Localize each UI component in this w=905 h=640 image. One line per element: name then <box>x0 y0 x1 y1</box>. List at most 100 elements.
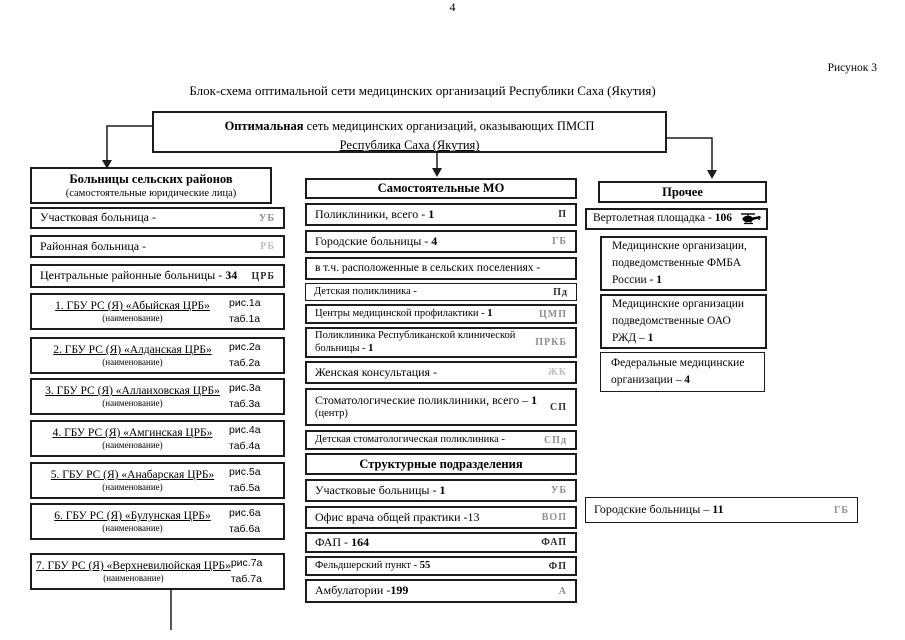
gb-icon: ГБ <box>552 236 567 247</box>
figure-title: Блок-схема оптимальной сети медицинских … <box>189 83 656 98</box>
box-federal-organizations: Федеральные медицинские организации – 4 <box>600 352 765 392</box>
figure-ref: рис.5а <box>229 466 261 479</box>
row-label: Детская стоматологическая поликлиника - <box>315 433 505 445</box>
fp-icon: ФП <box>548 560 567 572</box>
figure-ref: рис.3а <box>229 382 261 395</box>
row-label: Стоматологические поликлиники, всего – <box>315 393 532 408</box>
federal-line2-text: организации – <box>611 374 685 386</box>
figure-label: Рисунок 3 <box>827 62 877 74</box>
row-tsentry-med-profilaktiki: Центры медицинской профилактики - 1 ЦМП <box>305 304 577 324</box>
row-stomatologicheskie-polikliniki: Стоматологические поликлиники, всего – 1… <box>305 388 577 426</box>
fmba-value: 1 <box>656 274 662 287</box>
root-line1: Оптимальная сеть медицинских организаций… <box>154 117 665 136</box>
row-label: Поликлиника Республиканской клинической … <box>315 330 516 354</box>
p-icon: П <box>558 209 567 220</box>
rzd-line2: подведомственные ОАО <box>612 314 731 327</box>
table-ref: таб.6а <box>229 522 261 535</box>
hospital-subtitle: (наименование) <box>102 523 163 533</box>
table-ref: таб.7а <box>230 572 262 585</box>
table-ref: таб.3а <box>229 397 261 410</box>
figure-ref: рис.1а <box>229 297 261 310</box>
left-column-header: Больницы сельских районов (самостоятельн… <box>30 167 272 204</box>
root-line1-bold: Оптимальная <box>224 119 304 133</box>
row-label: Участковая больница - <box>40 210 156 225</box>
root-line2: Республика Саха (Якутия) <box>339 138 480 153</box>
row-value: 11 <box>712 502 724 517</box>
figure-ref: рис.7а <box>230 557 263 570</box>
gb-icon: ГБ <box>834 504 849 516</box>
hospital-name: 5. ГБУ РС (Я) «Анабарская ЦРБ» <box>50 469 215 481</box>
row-feldsherskiy-punkt: Фельдшерский пункт - 55 ФП <box>305 556 577 576</box>
row-label: Городские больницы - <box>315 233 432 248</box>
ub-icon: УБ <box>551 485 567 496</box>
row-label: Вертолетная площадка - <box>593 212 715 225</box>
row-value: 1 <box>439 482 446 497</box>
row-uchastkovye-bolnitsy: Участковые больницы - 1 УБ <box>305 479 577 502</box>
hospital-name: 3. ГБУ РС (Я) «Аллаиховская ЦРБ» <box>45 385 220 397</box>
row-fap: ФАП - 164 ФАП <box>305 532 577 553</box>
rzd-line3-text: РЖД – <box>612 332 648 345</box>
row-tsentralnye-rayonnye-bolnitsy: Центральные районные больницы - 34 ЦРБ <box>30 264 285 288</box>
zhk-icon: ЖК <box>547 367 567 378</box>
table-ref: таб.4а <box>229 439 261 452</box>
row-label: Амбулатории - <box>315 583 391 598</box>
row-value: 34 <box>225 268 238 283</box>
figure-ref: рис.2а <box>229 341 261 354</box>
row-detskaya-poliklinika: Детская поликлиника - Пд <box>305 283 577 301</box>
fap-icon: ФАП <box>541 537 567 548</box>
row-value: 1 <box>428 206 435 221</box>
right-header-other: Прочее <box>598 181 767 203</box>
row-label: Фельдшерский пункт - <box>315 559 420 571</box>
hospital-name: 2. ГБУ РС (Я) «Алданская ЦРБ» <box>53 344 212 356</box>
row-value: 164 <box>351 534 370 549</box>
middle-header-structural-units: Структурные подразделения <box>305 453 577 475</box>
hospital-name: 7. ГБУ РС (Я) «Верхневилюйская ЦРБ» <box>36 560 231 572</box>
row-zhenskaya-konsultatsiya: Женская консультация - ЖК <box>305 361 577 384</box>
hospital-subtitle: (наименование) <box>103 573 164 583</box>
row-label: Участковые больницы - <box>315 482 440 497</box>
hospital-card-6: 6. ГБУ РС (Я) «Булунская ЦРБ» (наименова… <box>30 503 285 540</box>
box-rzd-organizations: Медицинские организации подведомственные… <box>600 294 767 349</box>
row-label: Центры медицинской профилактики - <box>315 307 488 319</box>
row-label: Городские больницы – <box>594 502 713 517</box>
prkb-icon: ПРКБ <box>535 337 567 348</box>
hospital-name: 1. ГБУ РС (Я) «Абыйская ЦРБ» <box>55 300 210 312</box>
row-value: 106 <box>714 212 732 225</box>
sp-icon: СП <box>550 401 567 413</box>
row-poliklinika-rkb: Поликлиника Республиканской клинической … <box>305 327 577 358</box>
rb-icon: РБ <box>260 241 275 252</box>
row-uchastkovaya-bolnitsa: Участковая больница - УБ <box>30 207 285 229</box>
hospital-card-7: 7. ГБУ РС (Я) «Верхневилюйская ЦРБ» (наи… <box>30 553 285 590</box>
row-detskaya-stomat-poliklinika: Детская стоматологическая поликлиника - … <box>305 430 577 450</box>
middle-header-independent-mo: Самостоятельные МО <box>305 178 577 199</box>
box-fmba-organizations: Медицинские организации, подведомственны… <box>600 236 767 291</box>
hospital-card-2: 2. ГБУ РС (Я) «Алданская ЦРБ» (наименова… <box>30 337 285 374</box>
pd-icon: Пд <box>553 286 568 298</box>
row-sublabel: (центр) <box>315 407 348 419</box>
federal-line1: Федеральные медицинские <box>611 356 745 369</box>
page-number: 4 <box>449 0 456 14</box>
row-label: в т.ч. расположенные в сельских поселени… <box>315 261 541 274</box>
hospital-subtitle: (наименование) <box>102 440 163 450</box>
row-value: 199 <box>390 583 409 598</box>
row-vertolotnaya-ploshchadka: Вертолетная площадка - 106 <box>585 208 768 230</box>
row-label: Центральные районные больницы - <box>40 268 226 283</box>
rzd-value: 1 <box>647 332 654 345</box>
a-icon: А <box>558 585 567 597</box>
row-gorodskie-bolnitsy-11: Городские больницы – 11 ГБ <box>585 497 858 523</box>
figure-ref: рис.6а <box>229 507 261 520</box>
row-polikliniki-vsego: Поликлиники, всего - 1 П <box>305 203 577 226</box>
federal-line2: организации – 4 <box>611 372 756 389</box>
row-gorodskie-bolnitsy: Городские больницы - 4 ГБ <box>305 230 577 253</box>
row-value: 1 <box>487 307 493 319</box>
fmba-line3-text: России - <box>612 274 657 287</box>
figure-ref: рис.4а <box>229 424 261 437</box>
rzd-line3: РЖД – 1 <box>612 330 757 347</box>
ub-icon: УБ <box>259 212 275 224</box>
helicopter-icon <box>741 213 761 225</box>
rzd-line1: Медицинские организации <box>612 297 745 310</box>
row-ofis-vracha: Офис врача общей практики -13 ВОП <box>305 506 577 529</box>
hospital-card-1: 1. ГБУ РС (Я) «Абыйская ЦРБ» (наименован… <box>30 293 285 330</box>
table-ref: таб.2а <box>229 356 261 369</box>
